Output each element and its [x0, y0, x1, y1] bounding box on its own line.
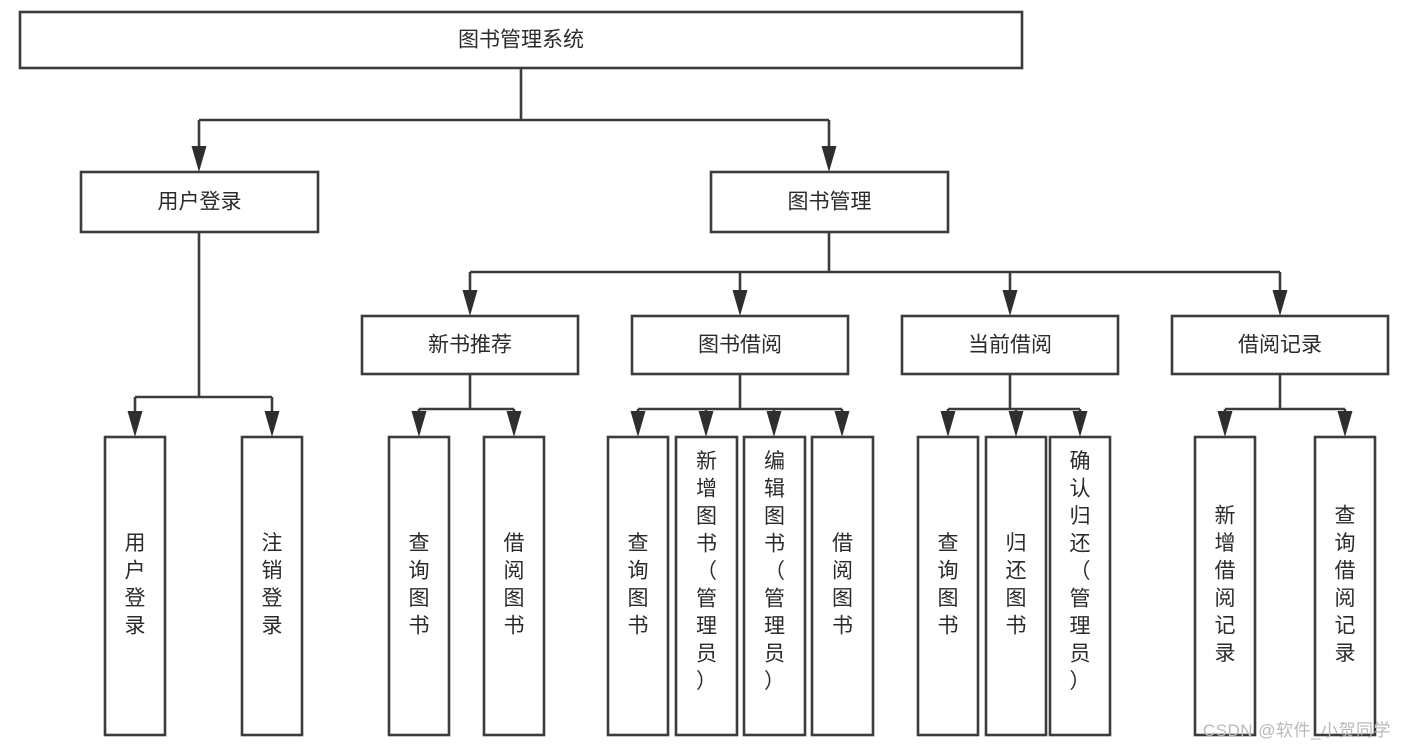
node-label-leaf-query-book-recommend: 查询图书: [409, 532, 430, 638]
connector-group-recommend-to-leaves: [411, 374, 522, 437]
node-box-book-borrow[interactable]: [630, 314, 850, 376]
node-book-management[interactable]: 图书管理: [709, 170, 950, 234]
node-box-leaf-add-book-admin[interactable]: [674, 435, 739, 737]
node-leaf-borrow-book[interactable]: 借阅图书: [810, 435, 875, 737]
connector-group-bookmgmt-to-level2: [462, 232, 1288, 316]
node-root[interactable]: 图书管理系统: [18, 10, 1024, 70]
node-leaf-query-book-current[interactable]: 查询图书: [916, 435, 980, 737]
node-label-leaf-return-book: 归还图书: [1006, 532, 1027, 638]
node-box-new-book-recommend[interactable]: [360, 314, 580, 376]
node-leaf-user-login[interactable]: 用户登录: [103, 435, 167, 737]
node-label-leaf-borrow-book: 借阅图书: [832, 532, 853, 638]
node-label-root: 图书管理系统: [458, 29, 584, 52]
node-leaf-add-borrow-record[interactable]: 新增借阅记录: [1193, 435, 1257, 737]
node-leaf-confirm-return-admin[interactable]: 确认归还（管理员）: [1048, 435, 1112, 737]
node-label-leaf-user-login: 用户登录: [125, 532, 146, 638]
node-box-leaf-query-borrow-record[interactable]: [1313, 435, 1377, 737]
node-label-user-login: 用户登录: [158, 191, 242, 214]
node-leaf-query-book-recommend[interactable]: 查询图书: [387, 435, 451, 737]
node-book-borrow[interactable]: 图书借阅: [630, 314, 850, 376]
node-leaf-edit-book-admin[interactable]: 编辑图书（管理员）: [742, 435, 807, 737]
node-box-book-management[interactable]: [709, 170, 950, 234]
node-label-leaf-confirm-return-admin: 确认归还（管理员）: [1070, 450, 1091, 693]
node-box-leaf-edit-book-admin[interactable]: [742, 435, 807, 737]
node-leaf-return-book[interactable]: 归还图书: [984, 435, 1048, 737]
node-label-leaf-query-book-borrow: 查询图书: [628, 532, 649, 638]
node-current-borrow[interactable]: 当前借阅: [900, 314, 1120, 376]
node-leaf-query-borrow-record[interactable]: 查询借阅记录: [1313, 435, 1377, 737]
node-label-leaf-edit-book-admin: 编辑图书（管理员）: [764, 450, 785, 693]
node-box-user-login[interactable]: [79, 170, 320, 234]
node-label-leaf-add-borrow-record: 新增借阅记录: [1215, 505, 1236, 666]
node-box-borrow-record[interactable]: [1170, 314, 1390, 376]
node-leaf-query-book-borrow[interactable]: 查询图书: [606, 435, 670, 737]
node-box-leaf-query-book-recommend[interactable]: [387, 435, 451, 737]
node-borrow-record[interactable]: 借阅记录: [1170, 314, 1390, 376]
node-label-leaf-logout: 注销登录: [262, 532, 283, 638]
node-box-leaf-borrow-book-recommend[interactable]: [482, 435, 546, 737]
node-label-book-borrow: 图书借阅: [698, 334, 782, 357]
connector-group-record-to-leaves: [1217, 374, 1353, 437]
node-label-new-book-recommend: 新书推荐: [428, 334, 512, 357]
node-box-leaf-confirm-return-admin[interactable]: [1048, 435, 1112, 737]
node-label-book-management: 图书管理: [788, 191, 872, 214]
node-label-leaf-borrow-book-recommend: 借阅图书: [504, 532, 525, 638]
node-label-borrow-record: 借阅记录: [1238, 334, 1322, 357]
node-label-leaf-query-book-current: 查询图书: [938, 532, 959, 638]
connector-group-borrow-to-leaves: [630, 374, 850, 437]
node-box-leaf-return-book[interactable]: [984, 435, 1048, 737]
csdn-watermark: CSDN @软件_小贺同学: [1202, 721, 1391, 740]
connector-layer: [127, 68, 1353, 437]
node-leaf-borrow-book-recommend[interactable]: 借阅图书: [482, 435, 546, 737]
node-box-leaf-query-book-current[interactable]: [916, 435, 980, 737]
node-box-leaf-borrow-book[interactable]: [810, 435, 875, 737]
node-label-leaf-query-borrow-record: 查询借阅记录: [1335, 505, 1356, 666]
connector-group-root-to-level1: [191, 68, 837, 172]
node-box-leaf-logout[interactable]: [240, 435, 304, 737]
node-box-leaf-add-borrow-record[interactable]: [1193, 435, 1257, 737]
node-box-leaf-user-login[interactable]: [103, 435, 167, 737]
node-box-leaf-query-book-borrow[interactable]: [606, 435, 670, 737]
node-leaf-add-book-admin[interactable]: 新增图书（管理员）: [674, 435, 739, 737]
node-layer: 图书管理系统用户登录图书管理新书推荐图书借阅当前借阅借阅记录用户登录注销登录查询…: [18, 10, 1390, 737]
connector-group-userlogin-to-leaves: [127, 232, 280, 437]
connector-group-current-to-leaves: [940, 374, 1088, 437]
node-box-current-borrow[interactable]: [900, 314, 1120, 376]
node-label-current-borrow: 当前借阅: [968, 334, 1052, 357]
node-user-login[interactable]: 用户登录: [79, 170, 320, 234]
node-box-root[interactable]: [18, 10, 1024, 70]
node-leaf-logout[interactable]: 注销登录: [240, 435, 304, 737]
node-new-book-recommend[interactable]: 新书推荐: [360, 314, 580, 376]
node-label-leaf-add-book-admin: 新增图书（管理员）: [696, 450, 717, 693]
